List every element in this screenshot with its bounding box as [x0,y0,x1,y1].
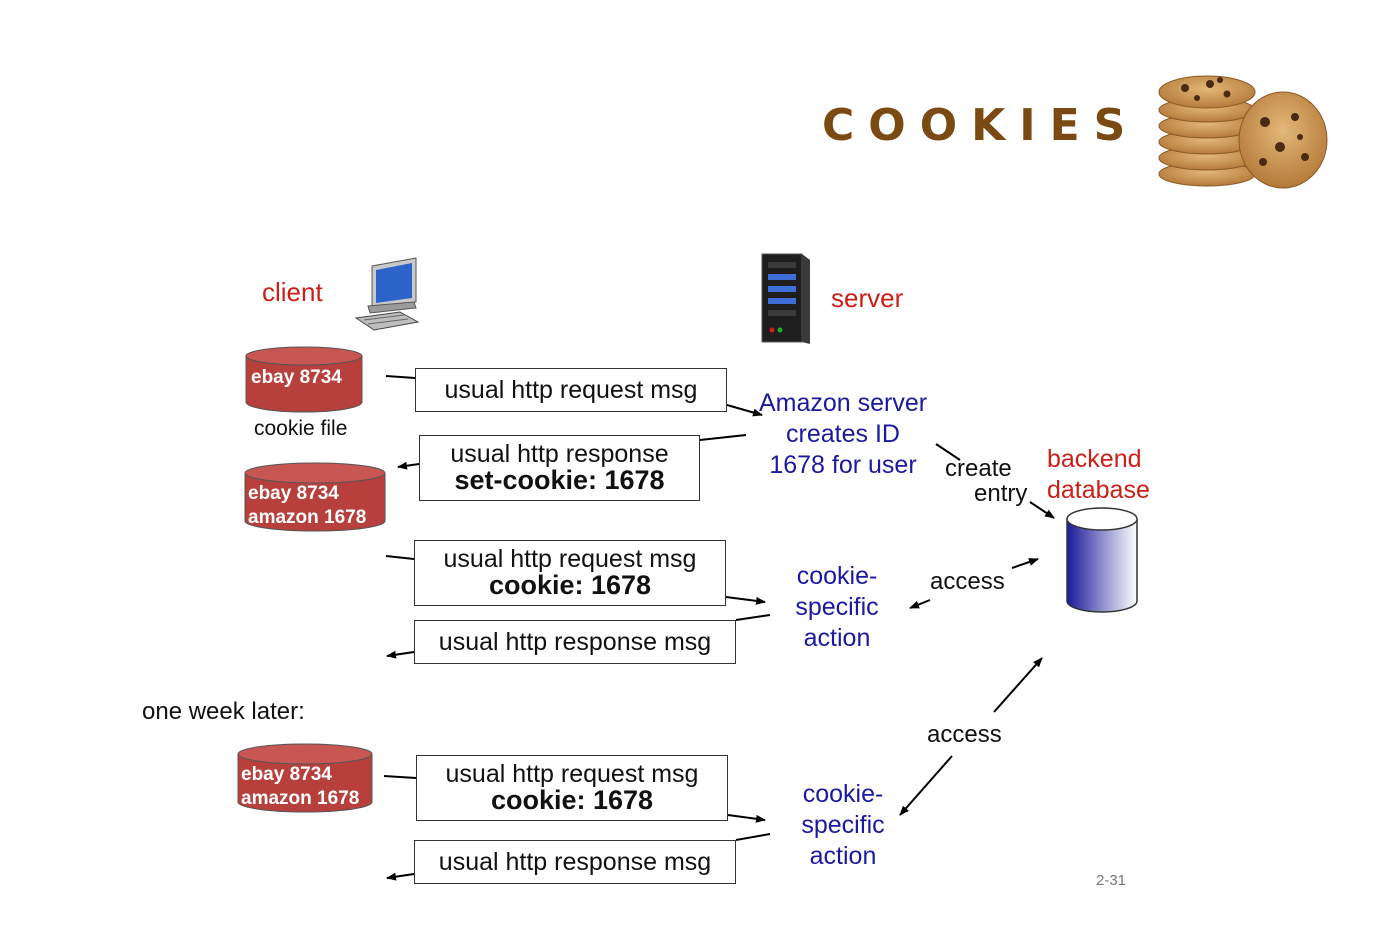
message-box: usual http response msg [414,620,736,664]
server-note-action: cookie- specific action [784,779,902,872]
note-line: Amazon server [758,389,928,417]
request-arrow [383,775,417,779]
message-header: cookie: 1678 [488,570,652,600]
note-line: action [809,842,877,870]
message-text: usual http response [450,440,669,468]
cookie-file-cylinder [237,743,373,813]
request-arrow [727,814,766,823]
cookie-entry: ebay 8734 [241,764,332,785]
message-text: usual http response msg [438,848,712,876]
server-note-amazon: Amazon server creates ID 1678 for user [748,388,938,481]
message-text: usual http response msg [438,628,712,656]
note-line: specific [795,593,879,621]
backend-label: backend [1047,445,1142,473]
response-arrow [397,461,420,470]
access-arrow [899,755,953,816]
server-note-action: cookie- specific action [778,561,896,654]
cookie-entry: ebay 8734 [248,483,339,504]
response-arrow [386,650,415,659]
access-arrow [1011,558,1039,569]
cookie-file-cylinder [244,462,386,532]
cookie-entry: amazon 1678 [241,788,360,809]
request-arrow [726,404,763,417]
cookie-file-label: cookie file [254,417,348,440]
request-arrow [385,555,415,560]
note-line: specific [801,811,885,839]
message-box: usual http request msg cookie: 1678 [414,540,726,606]
create-label: create [945,455,1012,482]
message-text: usual http request msg [445,760,699,788]
cookie-entry: ebay 8734 [251,367,342,388]
response-arrow [735,833,771,841]
computer-icon [354,257,420,331]
message-box: usual http request msg [415,368,727,412]
message-box: usual http request msg cookie: 1678 [416,755,728,821]
access-arrow [909,599,931,609]
page-number: 2-31 [1096,872,1127,889]
create-entry-arrow [1029,501,1055,519]
database-icon [1066,507,1138,613]
create-entry-arrow [935,443,961,461]
cookie-file-cylinder [245,346,363,413]
note-line: creates ID [786,420,900,448]
note-line: cookie- [802,780,884,808]
server-label: server [831,283,904,313]
cookie-entry: amazon 1678 [248,507,367,528]
client-label: client [262,277,323,307]
cookie-stack-icon [1158,75,1328,189]
access-arrow [993,657,1043,713]
server-icon [761,253,810,344]
message-box: usual http response msg [414,840,736,884]
request-arrow [385,375,416,379]
one-week-later-label: one week later: [142,698,305,725]
request-arrow [725,596,766,605]
message-text: usual http request msg [444,376,698,404]
entry-label: entry [974,480,1028,507]
note-line: 1678 for user [769,451,917,479]
database-label: database [1047,476,1150,504]
access-label: access [927,721,1002,748]
message-header: set-cookie: 1678 [454,465,665,495]
response-arrow [386,872,415,881]
access-label: access [930,568,1005,595]
response-arrow [699,434,747,441]
message-box: usual http response set-cookie: 1678 [419,435,700,501]
response-arrow [735,614,771,621]
note-line: action [803,624,871,652]
page-title: COOKIES [822,100,1140,151]
message-header: cookie: 1678 [490,785,654,815]
message-text: usual http request msg [443,545,697,573]
note-line: cookie- [796,562,878,590]
